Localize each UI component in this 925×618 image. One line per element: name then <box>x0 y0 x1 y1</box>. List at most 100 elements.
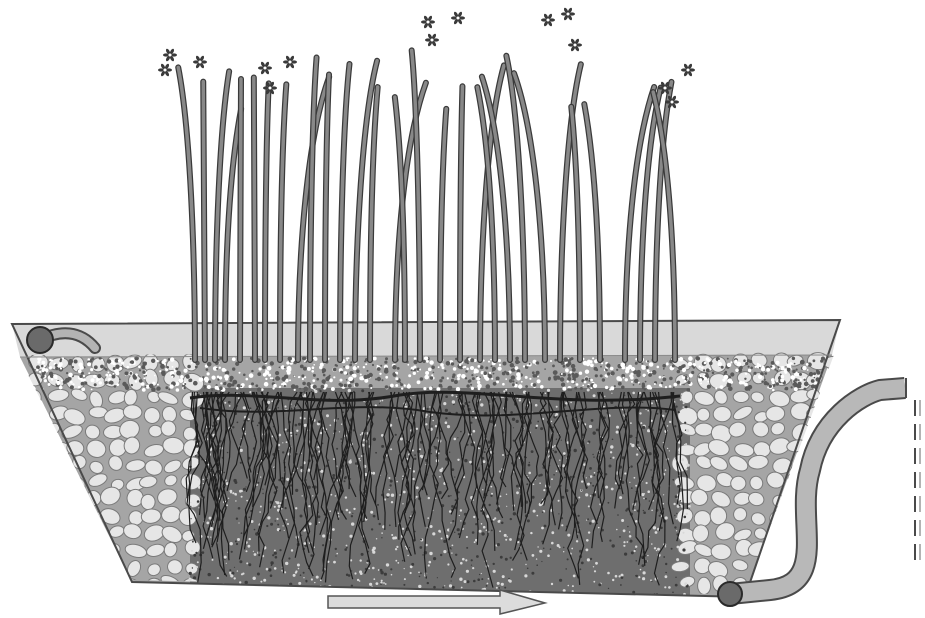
grain <box>513 512 516 515</box>
grain <box>565 368 569 372</box>
grain <box>402 528 404 530</box>
grain <box>548 378 551 381</box>
grain <box>316 576 319 579</box>
grain <box>360 460 361 461</box>
grain <box>676 513 677 514</box>
grain <box>550 360 552 362</box>
grain <box>553 450 555 452</box>
grain <box>643 374 646 377</box>
grain <box>36 365 40 369</box>
grain <box>286 478 289 481</box>
grain <box>766 368 770 372</box>
grain <box>428 497 430 499</box>
grain <box>470 384 472 386</box>
grain <box>619 536 621 538</box>
grain <box>620 584 622 586</box>
grain <box>298 423 301 426</box>
grain <box>586 539 589 542</box>
grain <box>397 417 398 418</box>
grain <box>235 540 237 542</box>
grain <box>471 559 473 561</box>
grain <box>641 365 643 367</box>
grain <box>266 568 269 571</box>
stone <box>827 536 852 558</box>
grain <box>528 472 531 475</box>
grain <box>454 476 455 477</box>
grain <box>224 402 226 404</box>
grain <box>301 374 304 377</box>
grain <box>393 373 397 377</box>
stone <box>67 594 90 610</box>
grain <box>285 428 287 430</box>
grain <box>531 450 534 453</box>
grain <box>72 383 74 385</box>
grain <box>544 368 546 370</box>
grain <box>335 495 337 497</box>
grain <box>414 458 416 460</box>
grain <box>466 570 469 573</box>
stone <box>12 456 32 471</box>
grain <box>253 577 256 580</box>
grain <box>100 365 104 369</box>
grain <box>587 385 590 388</box>
grain <box>321 385 325 389</box>
grain <box>360 559 362 561</box>
grain <box>131 384 133 386</box>
grain <box>239 581 241 583</box>
grain <box>490 480 491 481</box>
grain <box>66 372 68 374</box>
grain <box>372 551 375 554</box>
grain <box>737 362 742 367</box>
grain <box>424 357 427 360</box>
grain <box>419 369 421 371</box>
stone <box>697 408 710 421</box>
grain <box>125 386 129 390</box>
grain <box>665 410 668 413</box>
grain <box>286 519 288 521</box>
grain <box>443 402 446 405</box>
grain <box>272 554 274 556</box>
grain <box>500 495 502 497</box>
grain <box>282 451 284 453</box>
grain <box>471 374 473 376</box>
grain <box>609 465 612 468</box>
grain <box>600 374 603 377</box>
grain <box>515 360 519 364</box>
grain <box>332 528 335 531</box>
grain <box>634 550 636 552</box>
grain <box>248 563 251 566</box>
grain <box>404 578 406 580</box>
grain <box>652 370 657 375</box>
grain <box>525 376 528 379</box>
grain <box>431 425 432 426</box>
grain <box>172 366 174 368</box>
grain <box>680 500 682 502</box>
grain <box>58 364 62 368</box>
grain <box>397 562 399 564</box>
grain <box>482 489 483 490</box>
grain <box>390 480 393 483</box>
grain <box>584 460 586 462</box>
grain <box>811 379 815 383</box>
grain <box>85 382 87 384</box>
grain <box>464 366 466 368</box>
grain <box>291 435 293 437</box>
flower-center <box>164 69 167 72</box>
grain <box>490 495 492 497</box>
grain <box>454 380 458 384</box>
grain <box>380 571 383 574</box>
grain <box>510 518 512 520</box>
grain <box>339 431 340 432</box>
grain <box>81 387 85 391</box>
grain <box>377 365 379 367</box>
grain <box>236 387 239 390</box>
grain <box>278 407 279 408</box>
stone <box>29 574 49 596</box>
grain <box>647 385 652 390</box>
grain <box>511 375 515 379</box>
grain <box>391 501 393 503</box>
grain <box>684 547 685 548</box>
grain <box>414 454 416 456</box>
grain <box>649 500 651 502</box>
grain <box>567 377 571 381</box>
